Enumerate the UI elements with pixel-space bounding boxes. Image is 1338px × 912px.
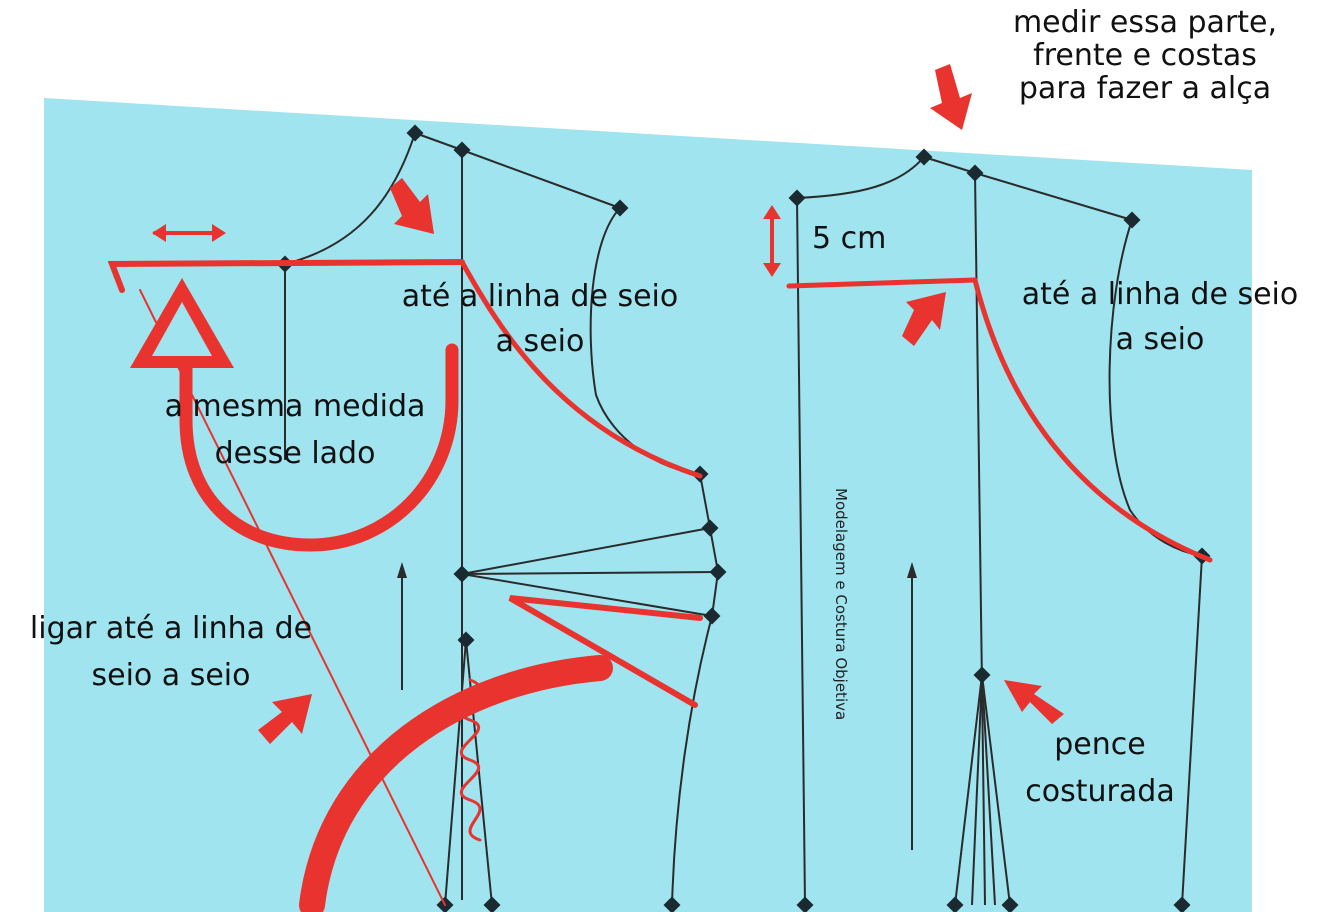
pointer-arrow-front-neck	[390, 178, 434, 234]
front-bust-line	[107, 259, 465, 293]
same-measure-line-1: a mesma medida	[164, 389, 426, 424]
grain-arrowhead	[397, 562, 407, 578]
bust-line-note-back: até a linha de seio a seio	[1000, 278, 1320, 356]
pointer-arrow-back-bust	[902, 292, 946, 346]
dart-note: pence costurada	[1000, 728, 1200, 808]
strap-note-line-2: frente e costas	[1033, 38, 1257, 73]
connect-note: ligar até a linha de seio a seio	[6, 612, 336, 692]
red-markings	[107, 208, 1213, 912]
bust-line-front-line-1: até a linha de seio	[401, 279, 679, 314]
pointer-arrow-dart	[1004, 680, 1064, 724]
printed-side-label: Modelagem e Costura Objetiva	[832, 488, 850, 721]
dart-redraw	[508, 595, 703, 708]
pointer-arrows	[258, 64, 1064, 744]
pointer-arrow-top	[930, 64, 972, 130]
strap-note-line-1: medir essa parte,	[1012, 5, 1278, 40]
u-turn-arrow	[179, 343, 459, 552]
bust-line-back-line-2: a seio	[1115, 322, 1205, 357]
connect-line-2: seio a seio	[91, 658, 251, 693]
same-measure-note: a mesma medida desse lado	[140, 390, 450, 470]
strap-note-line-3: para fazer a alça	[1018, 71, 1272, 106]
bottom-arc	[299, 655, 613, 912]
five-cm-label: 5 cm	[812, 221, 887, 256]
red-arrowheads	[130, 205, 781, 368]
bust-line-back-line-1: até a linha de seio	[1021, 277, 1299, 312]
pointer-arrow-connect	[258, 694, 312, 744]
paper-background	[44, 98, 1252, 912]
back-armhole-redraw	[972, 277, 1213, 563]
same-measure-line-2: desse lado	[214, 436, 376, 471]
back-pattern-lines	[796, 156, 1203, 906]
strap-note: medir essa parte, frente e costas para f…	[985, 6, 1305, 105]
grain-arrowhead-back	[907, 562, 917, 578]
front-pattern-lines	[284, 132, 720, 906]
bust-line-front-line-2: a seio	[495, 324, 585, 359]
bust-line-note-front: até a linha de seio a seio	[380, 280, 700, 358]
front-armhole-redraw	[459, 259, 703, 479]
dart-line-2: costurada	[1025, 774, 1175, 809]
pattern-nodes	[276, 124, 1211, 912]
dart-line-1: pence	[1054, 727, 1146, 762]
connect-line-1: ligar até a linha de	[29, 611, 313, 646]
back-bust-line	[786, 277, 978, 289]
